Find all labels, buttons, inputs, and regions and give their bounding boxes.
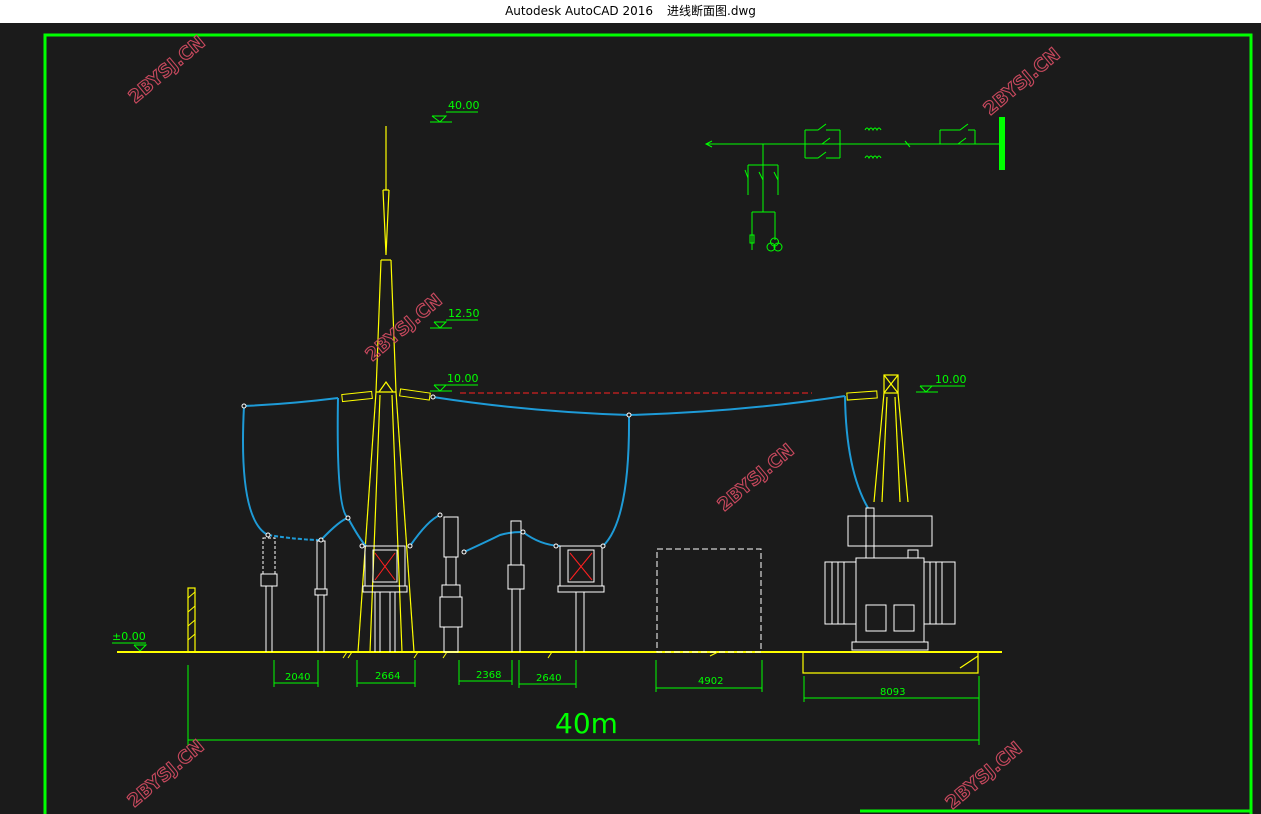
- switch-cross-marks: [374, 552, 593, 581]
- drawing-svg: 40.00 12.50 10.00 10.00 ±0.00: [43, 31, 1253, 814]
- elevation-label-ground: ±0.00: [112, 630, 146, 643]
- elevation-marker-mid: [430, 319, 478, 329]
- watermark-4: 2BYSJ.CN: [714, 440, 799, 516]
- ground-line: [117, 587, 1002, 659]
- dim-label-5: 4902: [698, 676, 723, 687]
- app-title: Autodesk AutoCAD 2016: [505, 4, 654, 18]
- lightning-mast: [357, 126, 415, 653]
- file-name: 进线断面图.dwg: [667, 4, 756, 18]
- dim-label-3: 2368: [476, 670, 501, 681]
- elevation-marker-beam-left: [430, 384, 478, 392]
- right-gantry: [873, 374, 909, 503]
- watermarks: 2BYSJ.CN 2BYSJ.CN 2BYSJ.CN 2BYSJ.CN 2BYS…: [123, 31, 1065, 814]
- conductors: [242, 395, 869, 553]
- connection-points: [241, 394, 632, 555]
- elevation-label-mid: 12.50: [448, 307, 480, 320]
- watermark-5: 2BYSJ.CN: [124, 736, 209, 812]
- drawing-frame: [43, 33, 1253, 814]
- elevation-marker-ground: [112, 642, 148, 652]
- elevation-marker-beam-right: [916, 385, 965, 393]
- dim-label-4: 2640: [536, 673, 561, 684]
- elevation-label-top: 40.00: [448, 99, 480, 112]
- elevation-label-beam-right: 10.00: [935, 373, 967, 386]
- dim-label-6: 8093: [880, 687, 905, 698]
- dim-label-total: 40m: [555, 707, 618, 740]
- watermark-1: 2BYSJ.CN: [125, 32, 210, 108]
- watermark-2: 2BYSJ.CN: [980, 44, 1065, 120]
- dim-label-2: 2664: [375, 671, 400, 682]
- dimension-lines: [187, 660, 980, 745]
- dim-label-1: 2040: [285, 672, 310, 683]
- equipment: [260, 507, 956, 653]
- elevation-label-beam-left: 10.00: [447, 372, 479, 385]
- title-bar: Autodesk AutoCAD 2016 进线断面图.dwg: [0, 0, 1261, 23]
- watermark-6: 2BYSJ.CN: [942, 738, 1027, 814]
- foundation: [802, 652, 979, 674]
- single-line-diagram: [704, 117, 1005, 252]
- beam-insulators: [341, 388, 878, 403]
- drawing-canvas[interactable]: 40.00 12.50 10.00 10.00 ±0.00: [0, 23, 1261, 814]
- elevation-marker-top: [430, 111, 478, 123]
